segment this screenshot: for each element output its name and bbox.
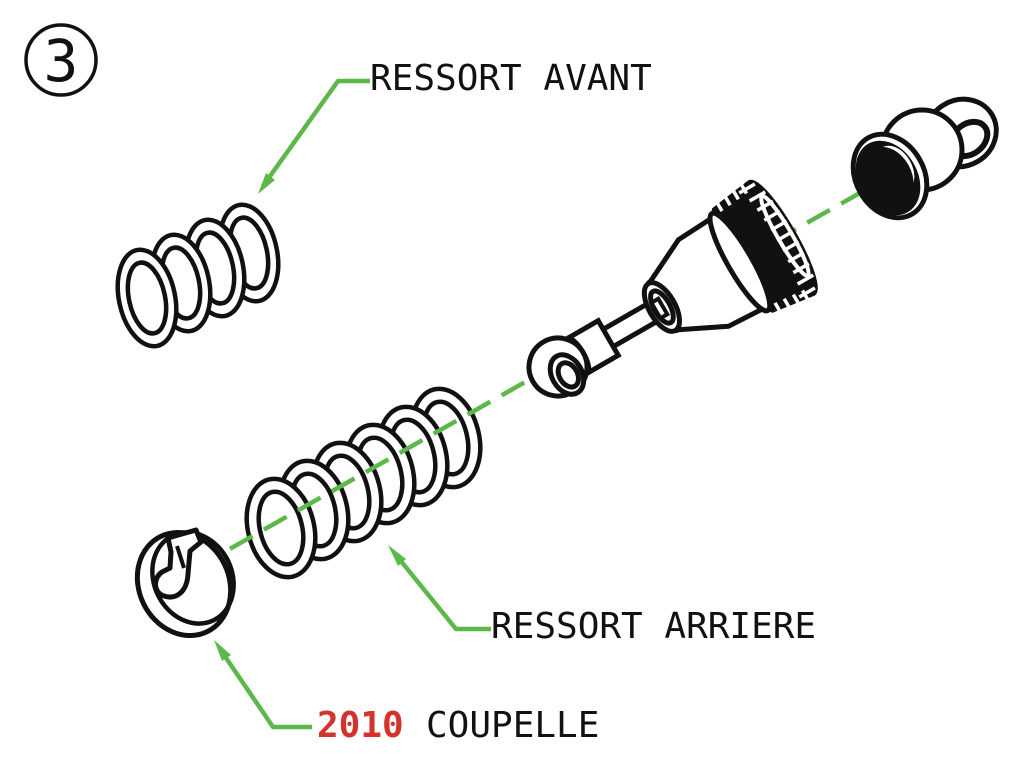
ball-bore-inner	[555, 360, 581, 390]
cup-keyhole-slot	[153, 527, 204, 600]
badge-circle	[24, 23, 98, 97]
leader-arrowheads	[214, 173, 406, 661]
arrowhead-cup	[214, 640, 231, 661]
arrowhead-rear-spring	[388, 545, 406, 566]
leader-cup	[220, 650, 312, 730]
wheel-end-highlight	[759, 194, 811, 278]
rod-tip-in-ring	[648, 295, 671, 322]
label-front-spring: RESSORT AVANT	[370, 58, 652, 99]
figure-number-badge: 3	[24, 23, 98, 97]
end-cap-part	[850, 96, 999, 221]
spring-coil	[115, 247, 179, 349]
front-spring	[115, 202, 281, 349]
leader-lines	[220, 78, 491, 730]
adjuster-assembly	[526, 179, 818, 399]
rear-spring	[244, 386, 483, 580]
label-cup: COUPELLE	[426, 705, 599, 746]
cap-bore-depth	[866, 146, 914, 204]
cup-slot-wall-line	[175, 545, 186, 569]
figure-number: 3	[44, 27, 79, 95]
leader-rear-spring	[394, 553, 491, 632]
flange-ring	[707, 210, 773, 314]
cup-part	[134, 527, 236, 639]
leader-front-spring	[261, 78, 370, 188]
spring-coil	[244, 476, 318, 580]
knurled-wheel	[711, 179, 818, 313]
arrowhead-front-spring	[258, 173, 275, 194]
label-rear-spring: RESSORT ARRIERE	[491, 606, 816, 647]
label-cup-part-number: 2010	[317, 705, 404, 746]
